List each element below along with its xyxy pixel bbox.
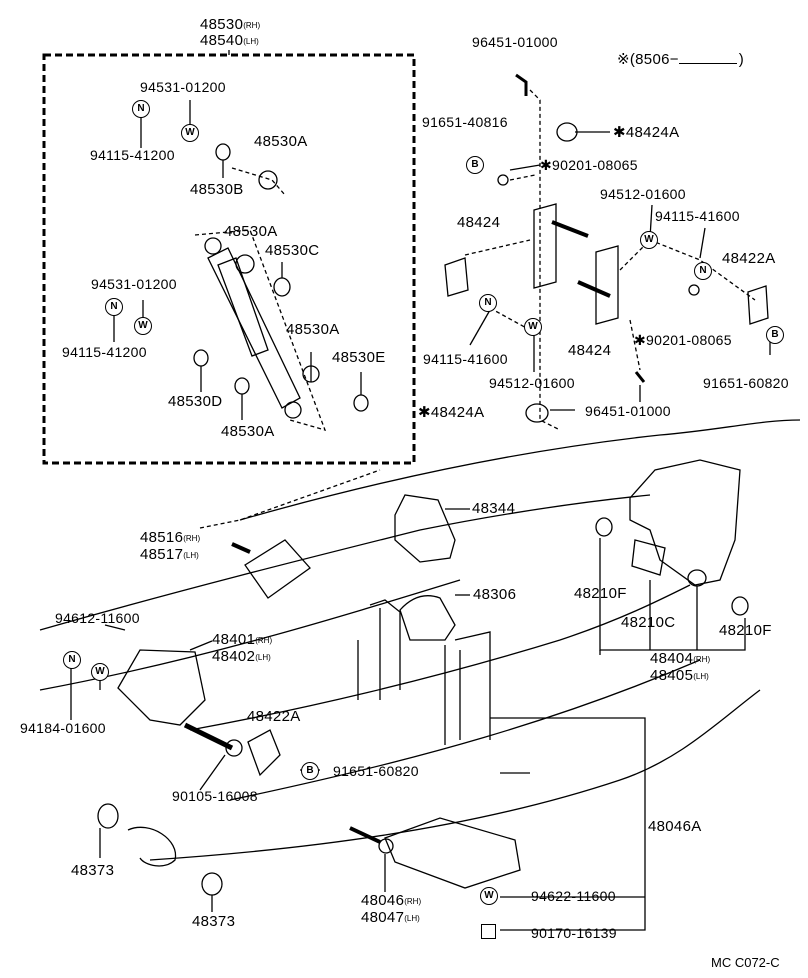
part-94622-11600-label: 94622-11600	[531, 888, 616, 904]
part-90105-16008-label: 90105-16008	[172, 788, 258, 804]
part-90201-08065-label: ✱90201-08065	[634, 332, 732, 348]
nut-symbol: N	[105, 298, 123, 316]
part-48210C-label: 48210C	[621, 614, 676, 631]
part-48424-label: 48424	[457, 214, 501, 231]
part-48422A-label: 48422A	[722, 250, 776, 267]
part-48046-label: 48046(RH)	[361, 892, 422, 909]
part-48540-label: 48540(LH)	[200, 32, 259, 49]
part-48530-label: 48530(RH)	[200, 16, 261, 33]
part-48424A-label: ✱48424A	[418, 404, 485, 421]
part-91651-60820-label: 91651-60820	[703, 375, 789, 391]
bolt-symbol: B	[301, 762, 319, 780]
part-48373-label: 48373	[71, 862, 115, 879]
washer-symbol: W	[91, 663, 109, 681]
part-48530A-label: 48530A	[224, 223, 278, 240]
part-94531-01200-label: 94531-01200	[91, 276, 177, 292]
part-48530A-label: 48530A	[286, 321, 340, 338]
part-48405-label: 48405(LH)	[650, 667, 709, 684]
part-94115-41200-label: 94115-41200	[62, 344, 147, 360]
part-90201-08065-label: ✱90201-08065	[540, 157, 638, 173]
diagram-code: MC C072-C	[711, 955, 780, 970]
washer-symbol: W	[181, 124, 199, 142]
date-note: ※(8506−)	[617, 51, 745, 68]
part-90170-16139-label: 90170-16139	[531, 925, 617, 941]
washer-symbol: W	[134, 317, 152, 335]
part-48530E-label: 48530E	[332, 349, 386, 366]
nut-symbol: N	[132, 100, 150, 118]
part-94531-01200-label: 94531-01200	[140, 79, 226, 95]
part-96451-01000-label: 96451-01000	[585, 403, 671, 419]
nut-symbol: N	[479, 294, 497, 312]
part-48047-label: 48047(LH)	[361, 909, 420, 926]
part-96451-01000-label: 96451-01000	[472, 34, 558, 50]
part-48530A-label: 48530A	[254, 133, 308, 150]
part-94512-01600-label: 94512-01600	[489, 375, 575, 391]
part-94115-41600-label: 94115-41600	[423, 351, 508, 367]
bolt-symbol: B	[466, 156, 484, 174]
washer-symbol: W	[524, 318, 542, 336]
washer-symbol: W	[480, 887, 498, 905]
part-94512-01600-label: 94512-01600	[600, 186, 686, 202]
part-91651-40816-label: 91651-40816	[422, 114, 508, 130]
part-91651-60820-label: 91651-60820	[333, 763, 419, 779]
part-94612-11600-label: 94612-11600	[55, 610, 140, 626]
bolt-symbol: B	[766, 326, 784, 344]
part-48422A-label: 48422A	[247, 708, 301, 725]
part-48530D-label: 48530D	[168, 393, 223, 410]
part-48401-label: 48401(RH)	[212, 631, 273, 648]
washer-symbol: W	[640, 231, 658, 249]
part-48424A-label: ✱48424A	[613, 124, 680, 141]
part-48530C-label: 48530C	[265, 242, 320, 259]
part-48402-label: 48402(LH)	[212, 648, 271, 665]
part-48404-label: 48404(RH)	[650, 650, 711, 667]
part-48210F-label: 48210F	[574, 585, 627, 602]
part-48210F-label: 48210F	[719, 622, 772, 639]
part-94115-41200-label: 94115-41200	[90, 147, 175, 163]
part-48530B-label: 48530B	[190, 181, 244, 198]
part-48424-label: 48424	[568, 342, 612, 359]
nut-symbol: N	[694, 262, 712, 280]
part-48344-label: 48344	[472, 500, 516, 517]
hex-nut-icon	[481, 924, 496, 939]
part-48530A-label: 48530A	[221, 423, 275, 440]
part-94184-01600-label: 94184-01600	[20, 720, 106, 736]
part-48517-label: 48517(LH)	[140, 546, 199, 563]
nut-symbol: N	[63, 651, 81, 669]
part-48306-label: 48306	[473, 586, 517, 603]
part-94115-41600-label: 94115-41600	[655, 208, 740, 224]
part-48373-label: 48373	[192, 913, 236, 930]
part-48046A-label: 48046A	[648, 818, 702, 835]
part-48516-label: 48516(RH)	[140, 529, 201, 546]
